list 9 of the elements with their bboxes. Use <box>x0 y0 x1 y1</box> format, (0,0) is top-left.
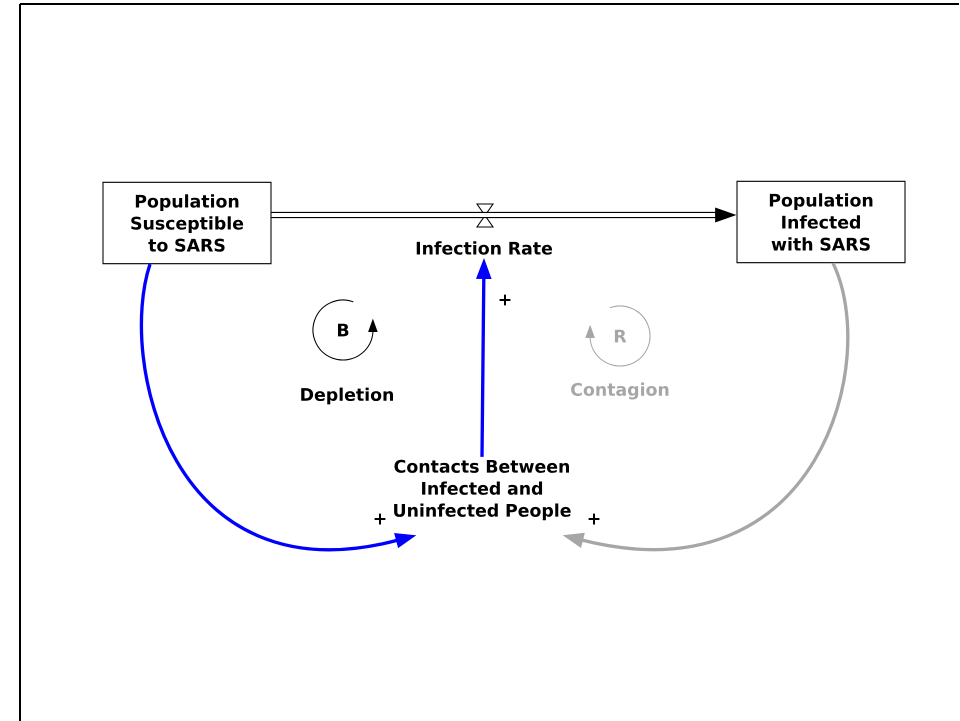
polarity-sign: + <box>588 514 600 524</box>
variable-label: Contacts Between Infected and Uninfected People <box>394 460 571 520</box>
variable-label: Infection Rate <box>416 241 552 255</box>
polarity-sign: + <box>500 294 510 306</box>
polarity-sign: + <box>374 514 386 524</box>
loop-name: Contagion <box>571 382 668 400</box>
stock-box: Population Susceptible to SARS <box>102 182 272 264</box>
stock-box: Population Infected with SARS <box>736 180 906 264</box>
loop-name: Depletion <box>301 388 393 404</box>
